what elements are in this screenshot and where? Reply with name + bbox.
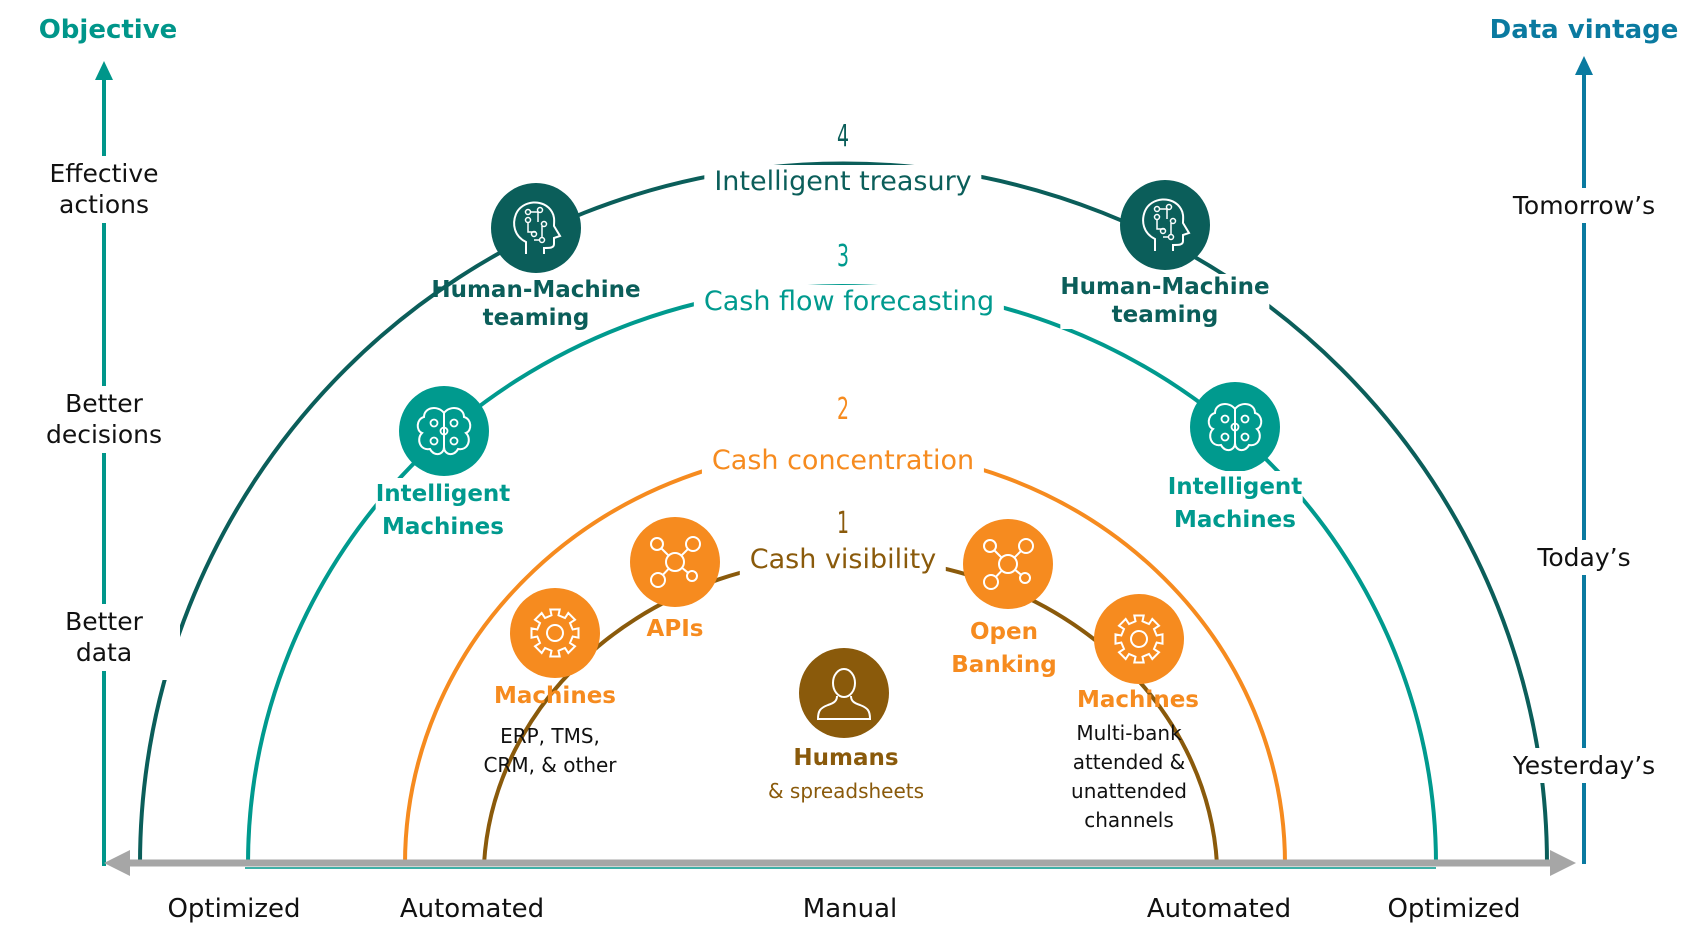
humans-sublabel: & spreadsheets	[768, 779, 924, 804]
humans-label: Humans	[793, 744, 898, 773]
stage-2-number: 2	[836, 392, 850, 427]
machines-right-node	[1094, 594, 1184, 684]
network-hub-icon	[650, 536, 701, 588]
label-line: CRM, & other	[483, 753, 617, 777]
bottom-label-optimized-right: Optimized	[1387, 894, 1521, 924]
stage-1-title: Cash visibility	[739, 543, 947, 577]
humans-node	[799, 648, 889, 738]
stage-3-title: Cash flow forecasting	[693, 285, 1005, 319]
label-line: channels	[1084, 808, 1174, 832]
baseline-arrowhead-left	[104, 850, 130, 876]
level-line: actions	[59, 190, 149, 220]
label-line: teaming	[482, 304, 590, 331]
level-line: Better	[65, 607, 143, 636]
im-left-label: Intelligent Machines	[375, 478, 511, 545]
gear-icon	[530, 608, 580, 658]
im-right-node	[1190, 382, 1280, 472]
label-line: unattended	[1071, 779, 1187, 803]
bottom-label-automated-right: Automated	[1146, 894, 1292, 924]
node-circle	[799, 648, 889, 738]
machines-left-sublabel: ERP, TMS, CRM, & other	[483, 722, 616, 780]
bottom-label-automated-left: Automated	[399, 894, 545, 924]
left-axis-level-better-decisions: Better decisions	[45, 386, 163, 453]
label-line: Machines	[494, 683, 616, 709]
stage-2-title: Cash concentration	[701, 444, 985, 478]
brain-circuit-icon	[1207, 403, 1263, 451]
label-line: ERP, TMS,	[500, 724, 600, 748]
right-axis-title: Data vintage	[1489, 15, 1679, 45]
node-circle	[1094, 594, 1184, 684]
stage-3-number: 3	[836, 239, 850, 274]
ai-head-icon	[513, 201, 562, 254]
left-axis-level-better-data: Better data	[65, 604, 143, 671]
stage-1-number: 1	[836, 506, 850, 541]
node-circle	[1120, 180, 1210, 270]
label-line: attended &	[1072, 750, 1186, 774]
label-line: & spreadsheets	[767, 779, 925, 803]
node-circle	[491, 183, 581, 273]
brain-circuit-icon	[416, 407, 472, 455]
hmt-right-node	[1120, 180, 1210, 270]
label-line: APIs	[646, 616, 704, 642]
label-line: Human-Machine	[1060, 274, 1270, 300]
label-line: Open	[969, 619, 1038, 645]
open-banking-label: Open Banking	[951, 616, 1056, 683]
machines-left-node	[510, 588, 600, 678]
person-icon	[816, 668, 872, 720]
level-line: Better	[65, 389, 143, 418]
machines-left-label: Machines	[494, 682, 616, 711]
hmt-left-node	[491, 183, 581, 273]
right-axis-level-yesterday: Yesterday’s	[1512, 748, 1656, 784]
bottom-label-manual: Manual	[802, 894, 898, 924]
label-line: Multi-bank	[1076, 721, 1182, 745]
stage-4-title: Intelligent treasury	[704, 165, 982, 199]
label-line: Banking	[951, 652, 1057, 679]
node-circle	[510, 588, 600, 678]
label-line: Intelligent	[375, 481, 511, 507]
ai-head-icon	[1142, 198, 1191, 251]
apis-label: APIs	[647, 615, 704, 644]
node-circle	[630, 517, 720, 607]
hmt-left-label: Human-Machine teaming	[431, 277, 640, 332]
level-line: data	[75, 638, 133, 668]
level-line: decisions	[45, 420, 163, 450]
im-left-node	[399, 386, 489, 476]
machines-right-sublabel: Multi-bank attended & unattended channel…	[1071, 719, 1187, 835]
right-axis-level-tomorrow: Tomorrow’s	[1512, 188, 1656, 224]
left-axis-title: Objective	[38, 15, 178, 45]
right-axis-level-today: Today’s	[1537, 540, 1631, 576]
label-line: Machines	[1077, 687, 1199, 713]
stage-4-arc	[138, 161, 1549, 865]
label-line: Human-Machine	[431, 277, 641, 303]
open-banking-node	[963, 519, 1053, 609]
im-right-label: Intelligent Machines	[1167, 471, 1303, 538]
label-line: Humans	[793, 745, 899, 771]
apis-node	[630, 517, 720, 607]
left-axis-level-effective-actions: Effective actions	[49, 156, 159, 223]
label-line: Machines	[382, 514, 504, 541]
label-line: Machines	[1174, 507, 1296, 534]
baseline-arrowhead-right	[1550, 850, 1576, 876]
machines-right-label: Machines	[1077, 686, 1199, 715]
network-hub-icon	[983, 538, 1034, 590]
bottom-label-optimized-left: Optimized	[167, 894, 301, 924]
left-axis-arrowhead	[95, 61, 113, 80]
right-axis-arrowhead	[1575, 56, 1593, 75]
gear-icon	[1114, 614, 1164, 664]
node-circle	[963, 519, 1053, 609]
label-line: teaming	[1111, 301, 1219, 328]
stage-4-number: 4	[836, 119, 850, 154]
label-line: Intelligent	[1167, 474, 1303, 500]
hmt-right-label: Human-Machine teaming	[1060, 274, 1270, 330]
level-line: Effective	[49, 159, 159, 188]
